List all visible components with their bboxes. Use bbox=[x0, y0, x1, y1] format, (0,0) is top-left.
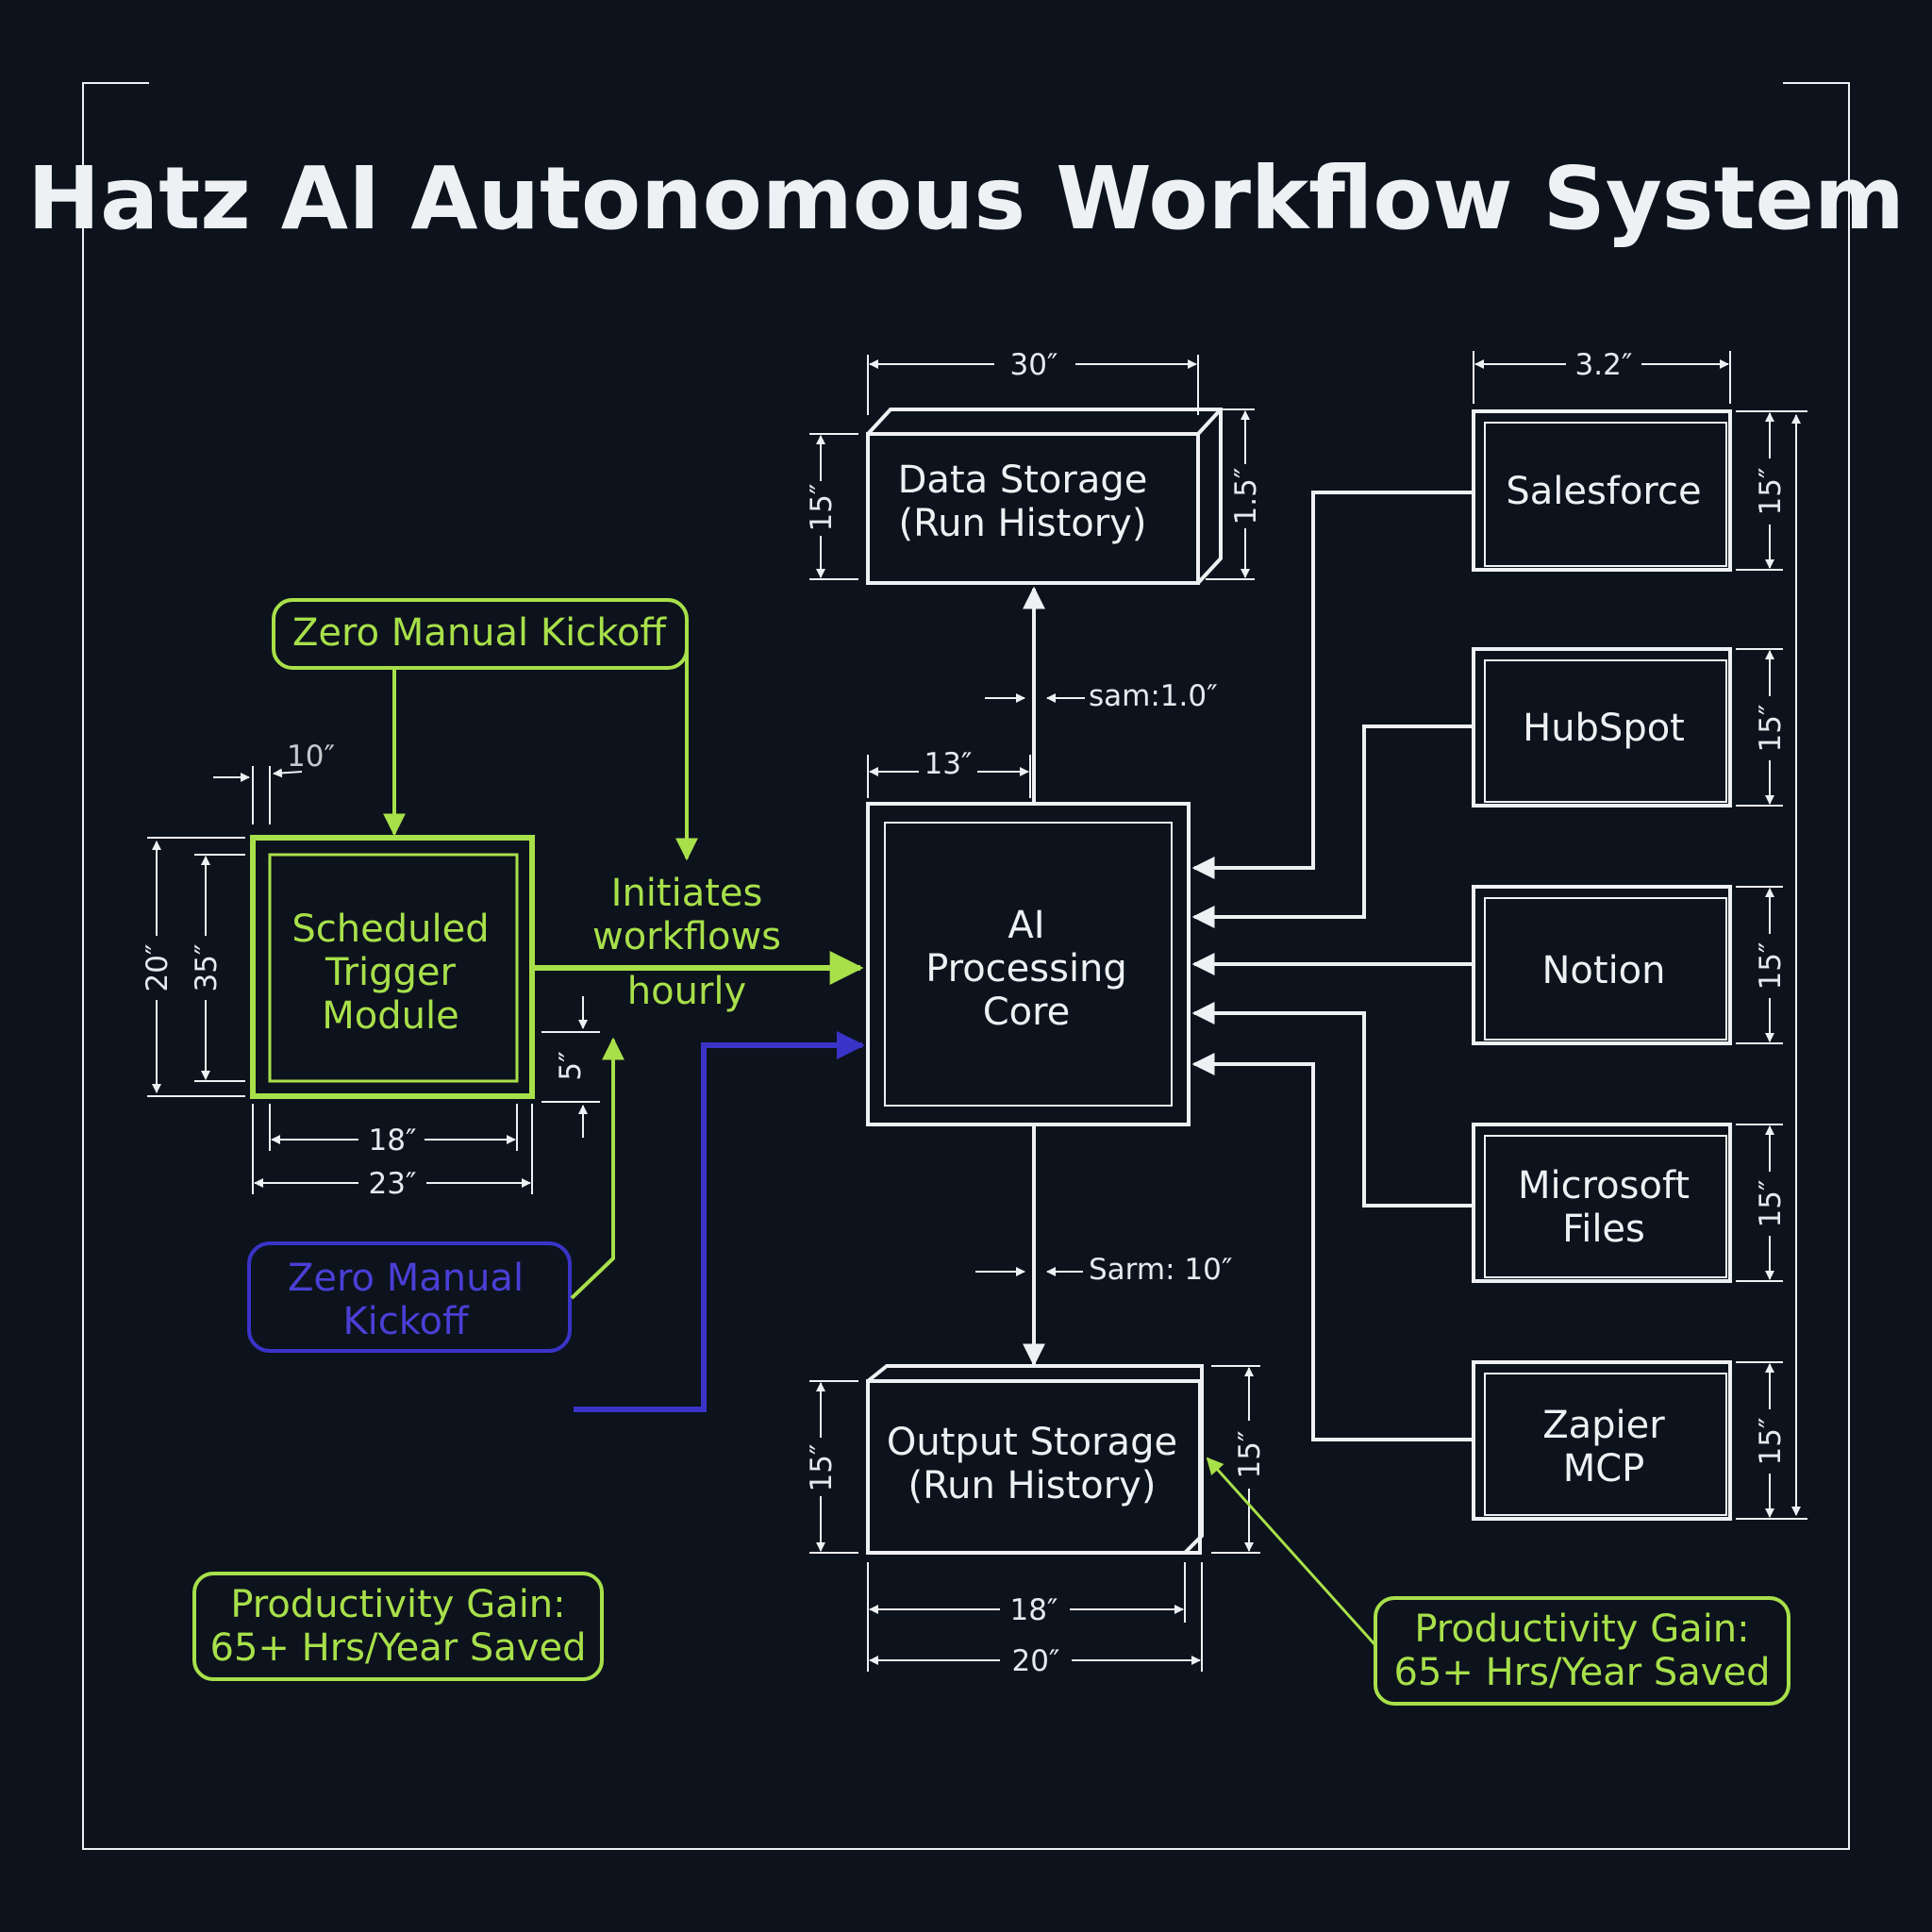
dim-label-trigger-outer-height: 20″ bbox=[141, 943, 175, 991]
ai-core-label-3: Core bbox=[983, 991, 1071, 1034]
trigger-label-1: Scheduled bbox=[291, 908, 489, 951]
dim-data-storage-width bbox=[867, 355, 1199, 415]
kickoff-blue-label-1: Zero Manual bbox=[288, 1257, 524, 1300]
output-storage-label-2: (Run History) bbox=[908, 1464, 1157, 1507]
arrow-kickoff-to-initiates bbox=[675, 621, 698, 861]
dim-label-output-inner-width: 18″ bbox=[1009, 1593, 1058, 1627]
dim-label-data-storage-width: 30″ bbox=[1009, 348, 1058, 382]
kickoff-blue-callout bbox=[247, 1241, 572, 1353]
trigger-module-box bbox=[250, 835, 535, 1099]
dim-label-trigger-outer-width: 23″ bbox=[368, 1167, 416, 1201]
productivity-right-callout bbox=[1374, 1596, 1790, 1706]
kickoff-blue-label-2: Kickoff bbox=[342, 1300, 470, 1343]
arrow-kickoff-blue-to-trigger bbox=[570, 1037, 625, 1300]
kickoff-top-label: Zero Manual Kickoff bbox=[292, 611, 667, 655]
initiates-label-3: hourly bbox=[627, 970, 746, 1013]
ai-core-label-1: AI bbox=[1008, 904, 1044, 947]
dim-box-heights bbox=[1736, 410, 1783, 1520]
dim-label-core-spacing-top: sam:1.0″ bbox=[1089, 679, 1218, 713]
initiates-label-1: Initiates bbox=[611, 872, 763, 915]
hubspot-label: HubSpot bbox=[1523, 707, 1685, 750]
dim-output-height-right bbox=[1211, 1365, 1260, 1554]
dim-label-hubspot-height: 15″ bbox=[1754, 704, 1788, 752]
dim-label-data-storage-height-right: 1.5″ bbox=[1229, 468, 1263, 525]
trigger-label-2: Trigger bbox=[325, 951, 457, 994]
dim-output-widths bbox=[867, 1562, 1203, 1672]
dim-label-output-height-right: 15″ bbox=[1233, 1430, 1267, 1478]
dim-output-height-left bbox=[809, 1380, 858, 1554]
dim-label-integrations-width: 3.2″ bbox=[1575, 348, 1633, 382]
dim-trigger-vertical-gap bbox=[541, 996, 600, 1138]
productivity-right-label-1: Productivity Gain: bbox=[1414, 1607, 1749, 1651]
output-storage-box bbox=[866, 1364, 1204, 1555]
dim-label-trigger-vertical-gap: 5″ bbox=[554, 1051, 588, 1080]
data-storage-label-2: (Run History) bbox=[899, 502, 1147, 545]
dim-label-zapier-height: 15″ bbox=[1754, 1417, 1788, 1465]
productivity-left-callout bbox=[192, 1572, 604, 1681]
integration-microsoft bbox=[1472, 1123, 1732, 1283]
dim-label-notion-height: 15″ bbox=[1754, 941, 1788, 990]
dim-label-output-height-left: 15″ bbox=[805, 1443, 839, 1491]
dim-trigger-gap bbox=[213, 766, 303, 824]
dim-label-core-spacing-bottom: Sarm: 10″ bbox=[1089, 1253, 1232, 1287]
dim-label-data-storage-height-left: 15″ bbox=[805, 483, 839, 531]
dim-label-trigger-inner-height: 35″ bbox=[190, 943, 224, 991]
dim-trigger-outer-height bbox=[147, 837, 245, 1097]
initiates-label-2: workflows bbox=[592, 915, 781, 958]
notion-label: Notion bbox=[1541, 949, 1665, 992]
dim-integrations-width bbox=[1473, 351, 1731, 404]
salesforce-label: Salesforce bbox=[1506, 470, 1701, 513]
microsoft-label-1: Microsoft bbox=[1518, 1164, 1690, 1208]
arrow-productivity-to-output bbox=[1206, 1457, 1377, 1647]
trigger-label-3: Module bbox=[322, 994, 458, 1038]
integration-connectors bbox=[1191, 491, 1474, 1441]
zapier-label-2: MCP bbox=[1563, 1447, 1645, 1491]
dim-data-storage-height-left bbox=[809, 433, 858, 580]
zapier-label-1: Zapier bbox=[1542, 1404, 1665, 1447]
dim-label-output-outer-width: 20″ bbox=[1011, 1644, 1059, 1678]
dim-label-core-offset: 13″ bbox=[924, 747, 972, 781]
output-storage-label-1: Output Storage bbox=[887, 1421, 1177, 1464]
ai-core-box bbox=[866, 802, 1191, 1126]
page-title: Hatz AI Autonomous Workflow System bbox=[27, 148, 1905, 249]
data-storage-label-1: Data Storage bbox=[898, 458, 1148, 502]
productivity-left-label-1: Productivity Gain: bbox=[230, 1583, 565, 1626]
frame bbox=[82, 82, 1850, 1850]
productivity-right-label-2: 65+ Hrs/Year Saved bbox=[1394, 1651, 1771, 1694]
dim-label-trigger-gap: 10″ bbox=[287, 740, 335, 774]
dim-core-offset bbox=[867, 755, 1031, 798]
dim-label-trigger-inner-width: 18″ bbox=[368, 1124, 416, 1158]
dim-trigger-inner-height bbox=[194, 854, 245, 1082]
dim-data-storage-height-right bbox=[1206, 408, 1255, 580]
microsoft-label-2: Files bbox=[1562, 1208, 1645, 1251]
dim-trigger-widths bbox=[252, 1104, 533, 1194]
dim-label-microsoft-height: 15″ bbox=[1754, 1179, 1788, 1227]
arrow-blue-to-core bbox=[574, 1031, 865, 1412]
ai-core-label-2: Processing bbox=[925, 947, 1127, 991]
dim-label-salesforce-height: 15″ bbox=[1754, 467, 1788, 515]
productivity-left-label-2: 65+ Hrs/Year Saved bbox=[210, 1626, 587, 1670]
